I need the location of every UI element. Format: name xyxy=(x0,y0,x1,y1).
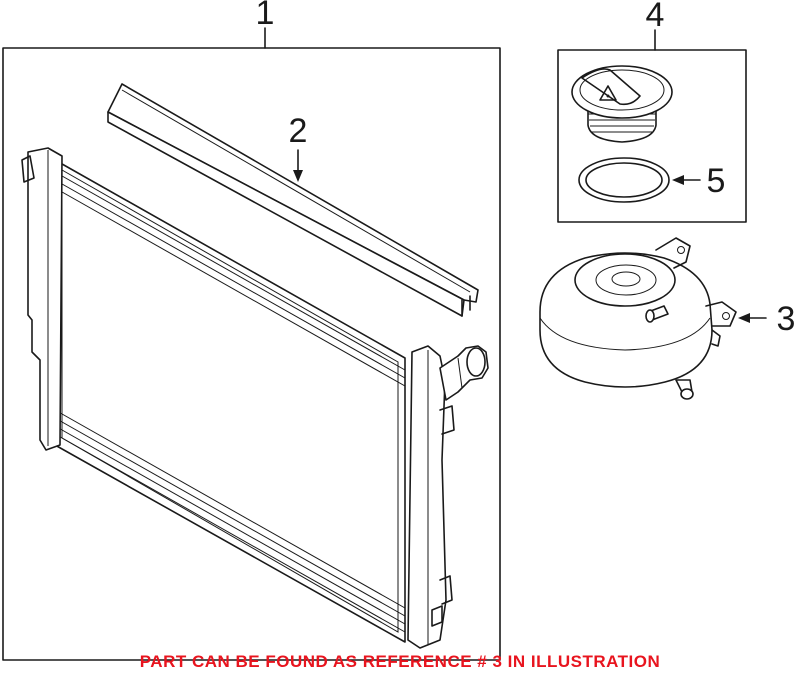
radiator xyxy=(21,147,489,649)
callout-4: 4 xyxy=(646,0,665,34)
reference-note: PART CAN BE FOUND AS REFERENCE # 3 IN IL… xyxy=(139,652,661,671)
reservoir-cap xyxy=(571,65,673,143)
cap-o-ring xyxy=(578,157,670,203)
callout-1: 1 xyxy=(256,0,275,32)
coolant-expansion-tank xyxy=(539,237,737,400)
radiator-assembly-box xyxy=(2,27,501,661)
leader-3 xyxy=(738,313,767,323)
leader-5 xyxy=(672,175,701,185)
cap-kit-box xyxy=(557,29,747,223)
radiator-seal-strip xyxy=(107,83,479,317)
leader-2 xyxy=(293,149,303,182)
callout-5: 5 xyxy=(707,162,726,200)
callout-3: 3 xyxy=(777,300,796,338)
callout-2: 2 xyxy=(289,112,308,150)
